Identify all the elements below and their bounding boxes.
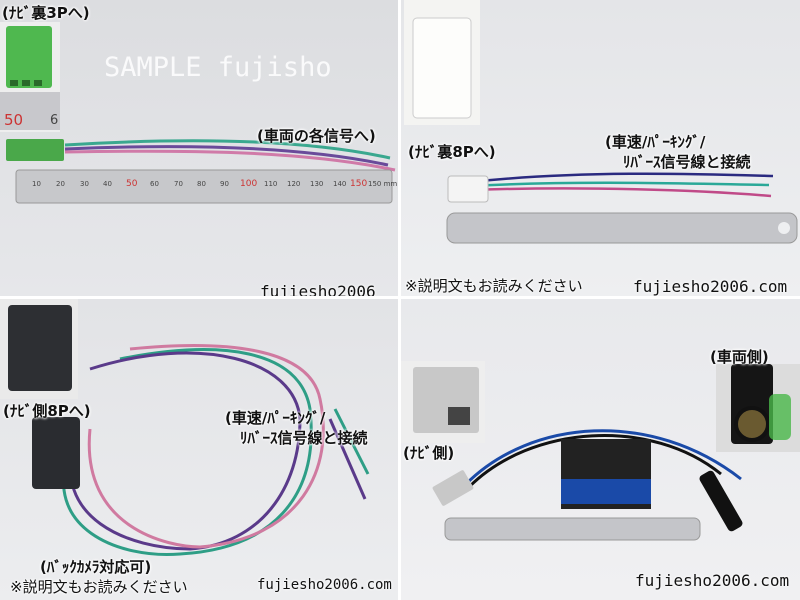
wire-label-line2: ﾘﾊﾞｰｽ信号線と接続 bbox=[623, 153, 751, 171]
watermark: SAMPLE fujisho bbox=[104, 52, 332, 83]
connector-8p-black bbox=[32, 417, 80, 489]
connector-label: (ﾅﾋﾞ裏3Pへ) bbox=[2, 4, 90, 22]
ruler-label: 80 bbox=[197, 180, 206, 188]
wire-label-line1: (車速/ﾊﾟｰｷﾝｸﾞ/ bbox=[605, 133, 706, 151]
connector-label: (ﾅﾋﾞ裏8Pへ) bbox=[408, 143, 496, 161]
ruler-label: 40 bbox=[103, 180, 112, 188]
site-label: fujiesho2006.com bbox=[257, 577, 392, 593]
site-label: fujiesho2006 bbox=[260, 282, 376, 296]
ruler-label: 150 bbox=[350, 179, 368, 189]
connector-3p bbox=[6, 139, 64, 161]
ruler-label: 60 bbox=[150, 180, 159, 188]
navi-connector bbox=[432, 470, 474, 506]
note-label: ※説明文もお読みください bbox=[405, 277, 583, 295]
ruler-label: 20 bbox=[56, 180, 65, 188]
harness-8p-white-photo bbox=[404, 0, 798, 244]
ruler bbox=[444, 517, 701, 541]
connector-8p-white bbox=[447, 175, 489, 203]
ruler bbox=[446, 212, 798, 244]
wire-label-line1: (車速/ﾊﾟｰｷﾝｸﾞ/ bbox=[225, 409, 326, 427]
connector-3p-closeup bbox=[6, 26, 52, 88]
vehicle-side-label: (車両側) bbox=[710, 348, 769, 366]
harness-3p-photo bbox=[0, 22, 396, 204]
wire-label: (車両の各信号へ) bbox=[257, 127, 376, 145]
panel-antenna-adapter: (車両側) (ﾅﾋﾞ側) fujiesho2006.com bbox=[401, 299, 800, 600]
panel-8p-harness-white: (ﾅﾋﾞ裏8Pへ) (車速/ﾊﾟｰｷﾝｸﾞ/ ﾘﾊﾞｰｽ信号線と接続 ※説明文も… bbox=[401, 0, 800, 296]
connector-8p-closeup bbox=[8, 305, 72, 391]
vehicle-connector bbox=[699, 470, 743, 532]
ruler-label: 50 bbox=[4, 111, 24, 129]
site-label: fujiesho2006.com bbox=[635, 571, 790, 590]
harness-8p-black-photo bbox=[0, 299, 370, 557]
ruler-label: 120 bbox=[287, 180, 301, 188]
ruler bbox=[15, 169, 393, 204]
ruler-label: 130 bbox=[310, 180, 324, 188]
wire-label-line2: ﾘﾊﾞｰｽ信号線と接続 bbox=[240, 429, 368, 447]
ruler-label: 70 bbox=[174, 180, 183, 188]
ruler-label: 6 bbox=[50, 113, 59, 128]
connector-8p-closeup bbox=[412, 17, 472, 119]
ruler-label: 50 bbox=[126, 179, 138, 189]
ruler-label: 100 bbox=[240, 179, 258, 189]
panel-8p-harness-black: (ﾅﾋﾞ側8Pへ) (車速/ﾊﾟｰｷﾝｸﾞ/ ﾘﾊﾞｰｽ信号線と接続 (ﾊﾞｯｸ… bbox=[0, 299, 398, 600]
antenna-adapter-photo bbox=[401, 361, 800, 541]
site-label: fujiesho2006.com bbox=[633, 277, 788, 296]
camera-label: (ﾊﾞｯｸｶﾒﾗ対応可) bbox=[40, 558, 152, 576]
ruler-unit: 150 mm bbox=[368, 180, 398, 188]
ruler-label: 10 bbox=[32, 180, 41, 188]
ruler-label: 140 bbox=[333, 180, 347, 188]
navi-side-label: (ﾅﾋﾞ側) bbox=[403, 444, 455, 462]
ruler-label: 90 bbox=[220, 180, 229, 188]
connector-label: (ﾅﾋﾞ側8Pへ) bbox=[3, 402, 91, 420]
ruler-label: 30 bbox=[80, 180, 89, 188]
panel-3p-harness: 50 6 10 20 30 40 50 60 70 80 90 100 110 … bbox=[0, 0, 398, 296]
ruler-label: 110 bbox=[264, 180, 278, 188]
note-label: ※説明文もお読みください bbox=[10, 578, 188, 596]
